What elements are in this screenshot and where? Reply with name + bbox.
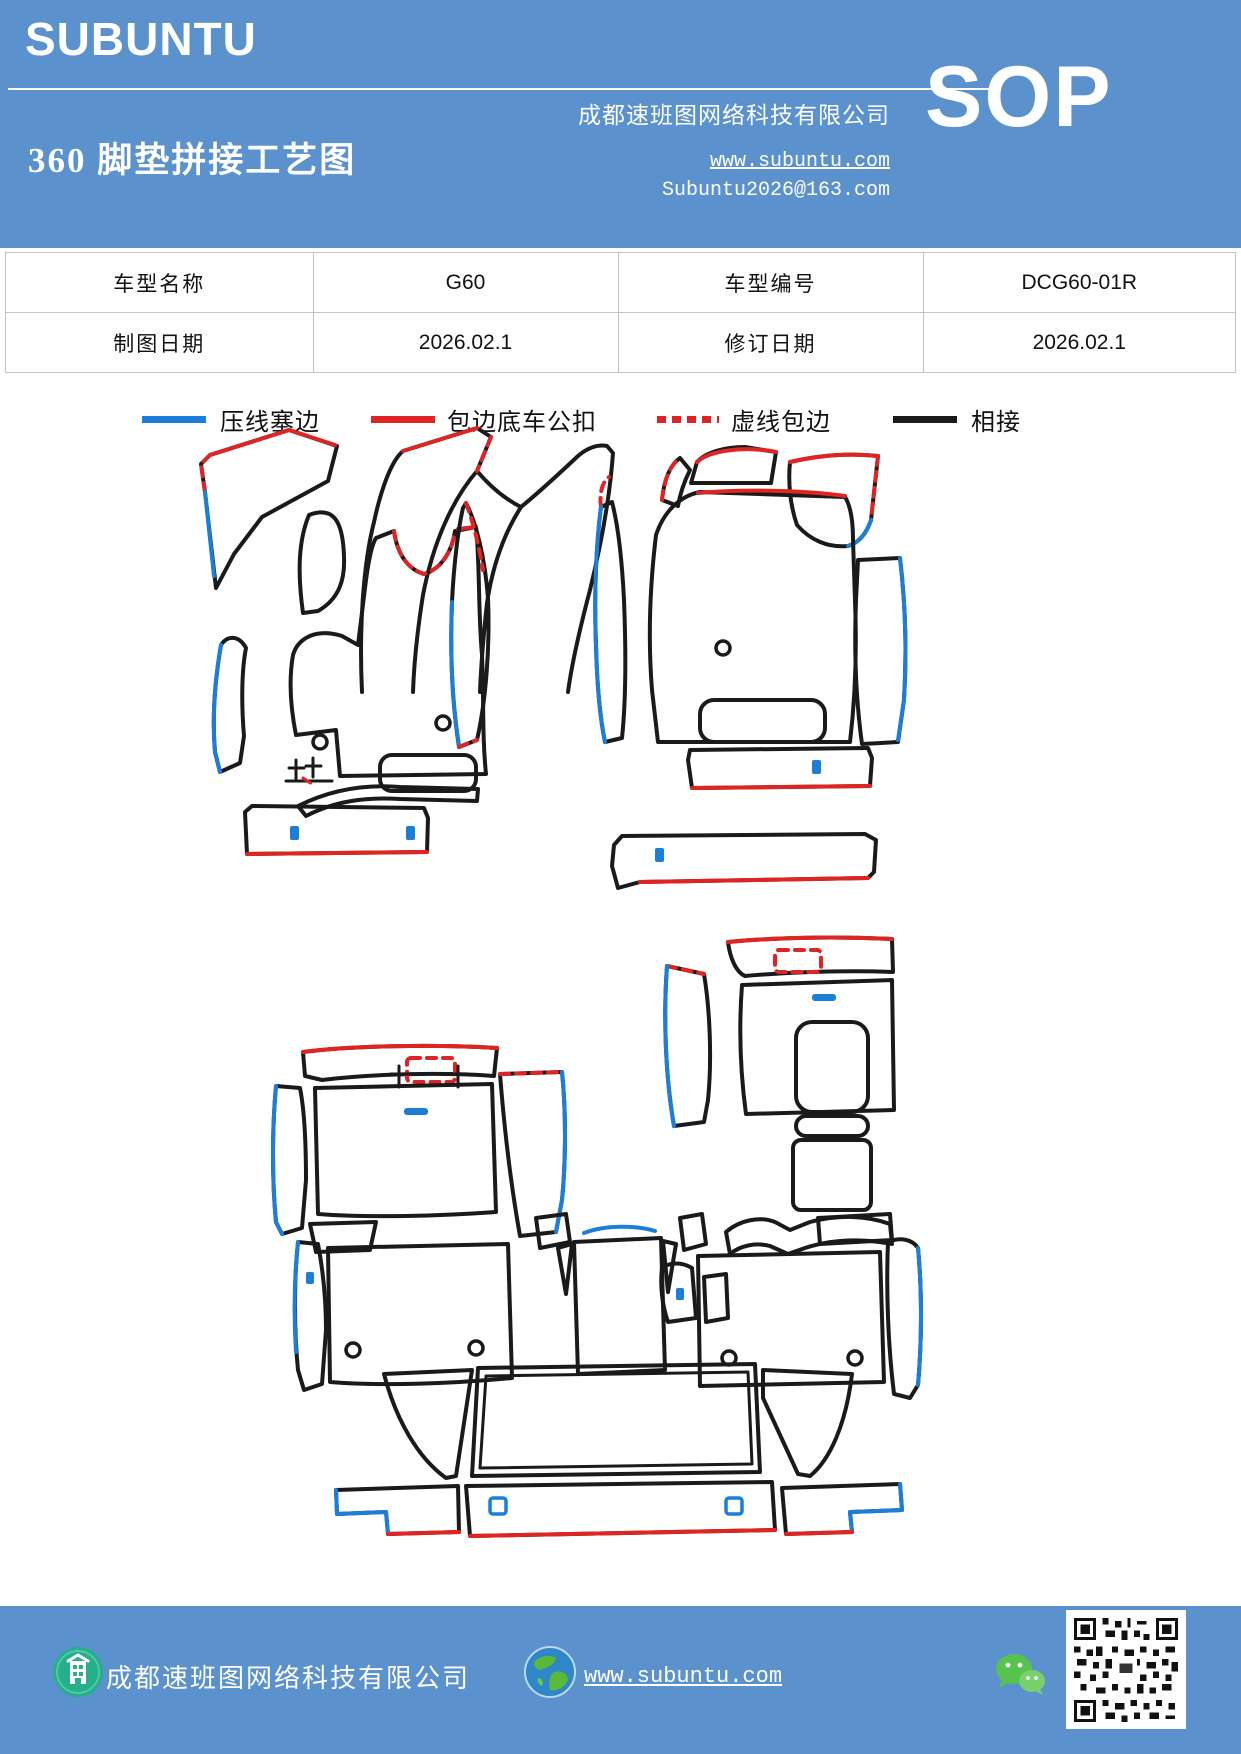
model-code-value: DCG60-01R bbox=[922, 252, 1237, 313]
header-company-name: 成都速班图网络科技有限公司 bbox=[578, 103, 890, 128]
black-line-swatch bbox=[893, 416, 957, 423]
legend-item-dashed-wrap: 虚线包边 bbox=[657, 402, 831, 437]
revise-date-label: 修订日期 bbox=[617, 312, 924, 373]
sop-badge: SOP bbox=[925, 49, 1113, 145]
front-right-mat-drawing bbox=[593, 445, 908, 790]
rear-and-cargo-mat-drawing bbox=[271, 832, 923, 1538]
draw-date-value: 2026.02.1 bbox=[312, 312, 619, 373]
header-band bbox=[0, 0, 1241, 248]
legend-label: 压线塞边 bbox=[220, 410, 320, 436]
revise-date-value: 2026.02.1 bbox=[922, 312, 1237, 373]
globe-icon bbox=[524, 1646, 576, 1698]
qr-code-pattern bbox=[1074, 1617, 1178, 1722]
header-divider bbox=[8, 88, 995, 90]
vehicle-info-table: 车型名称 G60 车型编号 DCG60-01R 制图日期 2026.02.1 修… bbox=[5, 252, 1237, 373]
table-row: 制图日期 2026.02.1 修订日期 2026.02.1 bbox=[5, 312, 1237, 373]
qr-code bbox=[1066, 1610, 1186, 1729]
brand-logo: SUBUNTU bbox=[25, 13, 257, 65]
header-email: Subuntu2026@163.com bbox=[661, 179, 890, 202]
model-name-value: G60 bbox=[312, 252, 619, 313]
legend-label: 相接 bbox=[971, 410, 1021, 436]
legend-item-join: 相接 bbox=[893, 402, 1021, 437]
red-dashed-swatch bbox=[657, 416, 719, 423]
building-icon bbox=[53, 1647, 103, 1697]
header-website-link[interactable]: www.subuntu.com bbox=[709, 150, 890, 173]
legend-item-edge-wrap: 包边底车公扣 bbox=[371, 402, 597, 437]
footer-website-link[interactable]: www.subuntu.com bbox=[584, 1664, 783, 1689]
legend-label: 虚线包边 bbox=[731, 410, 831, 436]
model-code-label: 车型编号 bbox=[617, 252, 924, 313]
red-line-swatch bbox=[371, 416, 435, 423]
draw-date-label: 制图日期 bbox=[5, 312, 314, 373]
footer-company-name: 成都速班图网络科技有限公司 bbox=[106, 1664, 471, 1693]
model-name-label: 车型名称 bbox=[5, 252, 314, 313]
page-title: 360 脚垫拼接工艺图 bbox=[28, 141, 357, 180]
table-row: 车型名称 G60 车型编号 DCG60-01R bbox=[5, 252, 1237, 313]
blue-line-swatch bbox=[142, 416, 206, 423]
mat-diagram-canvas bbox=[199, 426, 923, 1538]
front-left-mat-drawing bbox=[199, 426, 615, 856]
legend-item-press-line: 压线塞边 bbox=[142, 402, 320, 437]
wechat-icon bbox=[996, 1654, 1045, 1695]
